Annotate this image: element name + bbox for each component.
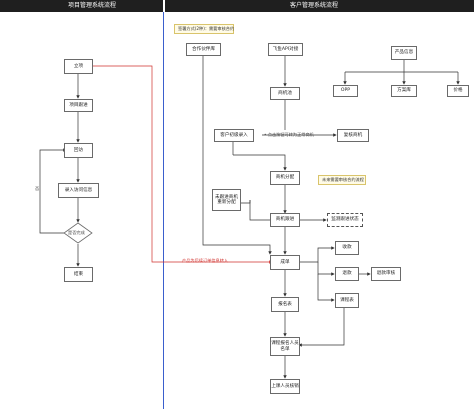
callback-node: 回访 bbox=[64, 143, 93, 158]
no-branch-label: 否 bbox=[35, 186, 40, 191]
lane-divider bbox=[163, 12, 164, 409]
dispatch-node: 商机分配 bbox=[270, 171, 300, 185]
left-lane-title: 项目管理系统流程 bbox=[68, 2, 117, 9]
unassigned-node: 未跟进商机重新分配 bbox=[212, 189, 241, 211]
review-note: 未来需要审核合约流程 bbox=[318, 175, 366, 185]
plan-node: 方案库 bbox=[391, 85, 417, 97]
opp-node: OPP bbox=[333, 85, 358, 97]
attend-node: 上课人员核销 bbox=[270, 379, 300, 394]
cross-lane-label: 产品为后续订单信息转入 bbox=[182, 258, 229, 263]
refund-node: 退款 bbox=[335, 267, 359, 281]
refund-review-node: 退款审核 bbox=[371, 267, 401, 281]
review-node: 项目跟进 bbox=[64, 99, 93, 112]
product-center-node: 产品信息 bbox=[391, 46, 417, 60]
start-node: 立项 bbox=[64, 59, 93, 74]
follow-node: 商机跟进 bbox=[270, 213, 300, 227]
invalid-clues-node: 复核商机 bbox=[337, 129, 369, 142]
payment-node: 收款 bbox=[335, 241, 359, 255]
enroll-node: 报名表 bbox=[271, 297, 299, 312]
api-node: 飞鱼API对接 bbox=[268, 43, 303, 56]
customer-entry-node: 客户初级录入 bbox=[214, 129, 254, 142]
decision-diamond bbox=[63, 222, 93, 244]
monitor-node: 监测跟进状态 bbox=[327, 213, 363, 227]
auto-transfer-label: • 点击按钮可转为正常商机 bbox=[264, 132, 314, 137]
course-node: 课程表 bbox=[335, 293, 359, 308]
right-lane-header bbox=[165, 0, 474, 12]
partner-node: 合作伙伴库 bbox=[186, 43, 221, 56]
decision-label: 是否完成 bbox=[68, 230, 85, 235]
price-node: 价格 bbox=[447, 85, 469, 97]
deal-node: 成单 bbox=[270, 255, 300, 270]
right-lane-title: 客户管理系统流程 bbox=[290, 2, 339, 9]
clues-node: 商机池 bbox=[270, 87, 300, 100]
left-lane-header bbox=[0, 0, 163, 12]
record-node: 录入访问信息 bbox=[58, 183, 99, 198]
end-node: 结束 bbox=[64, 267, 93, 282]
student-list-node: 课程报名人员名单 bbox=[270, 337, 300, 356]
contract-note: 签署方式(2种)：需要审核合约 bbox=[174, 24, 234, 34]
